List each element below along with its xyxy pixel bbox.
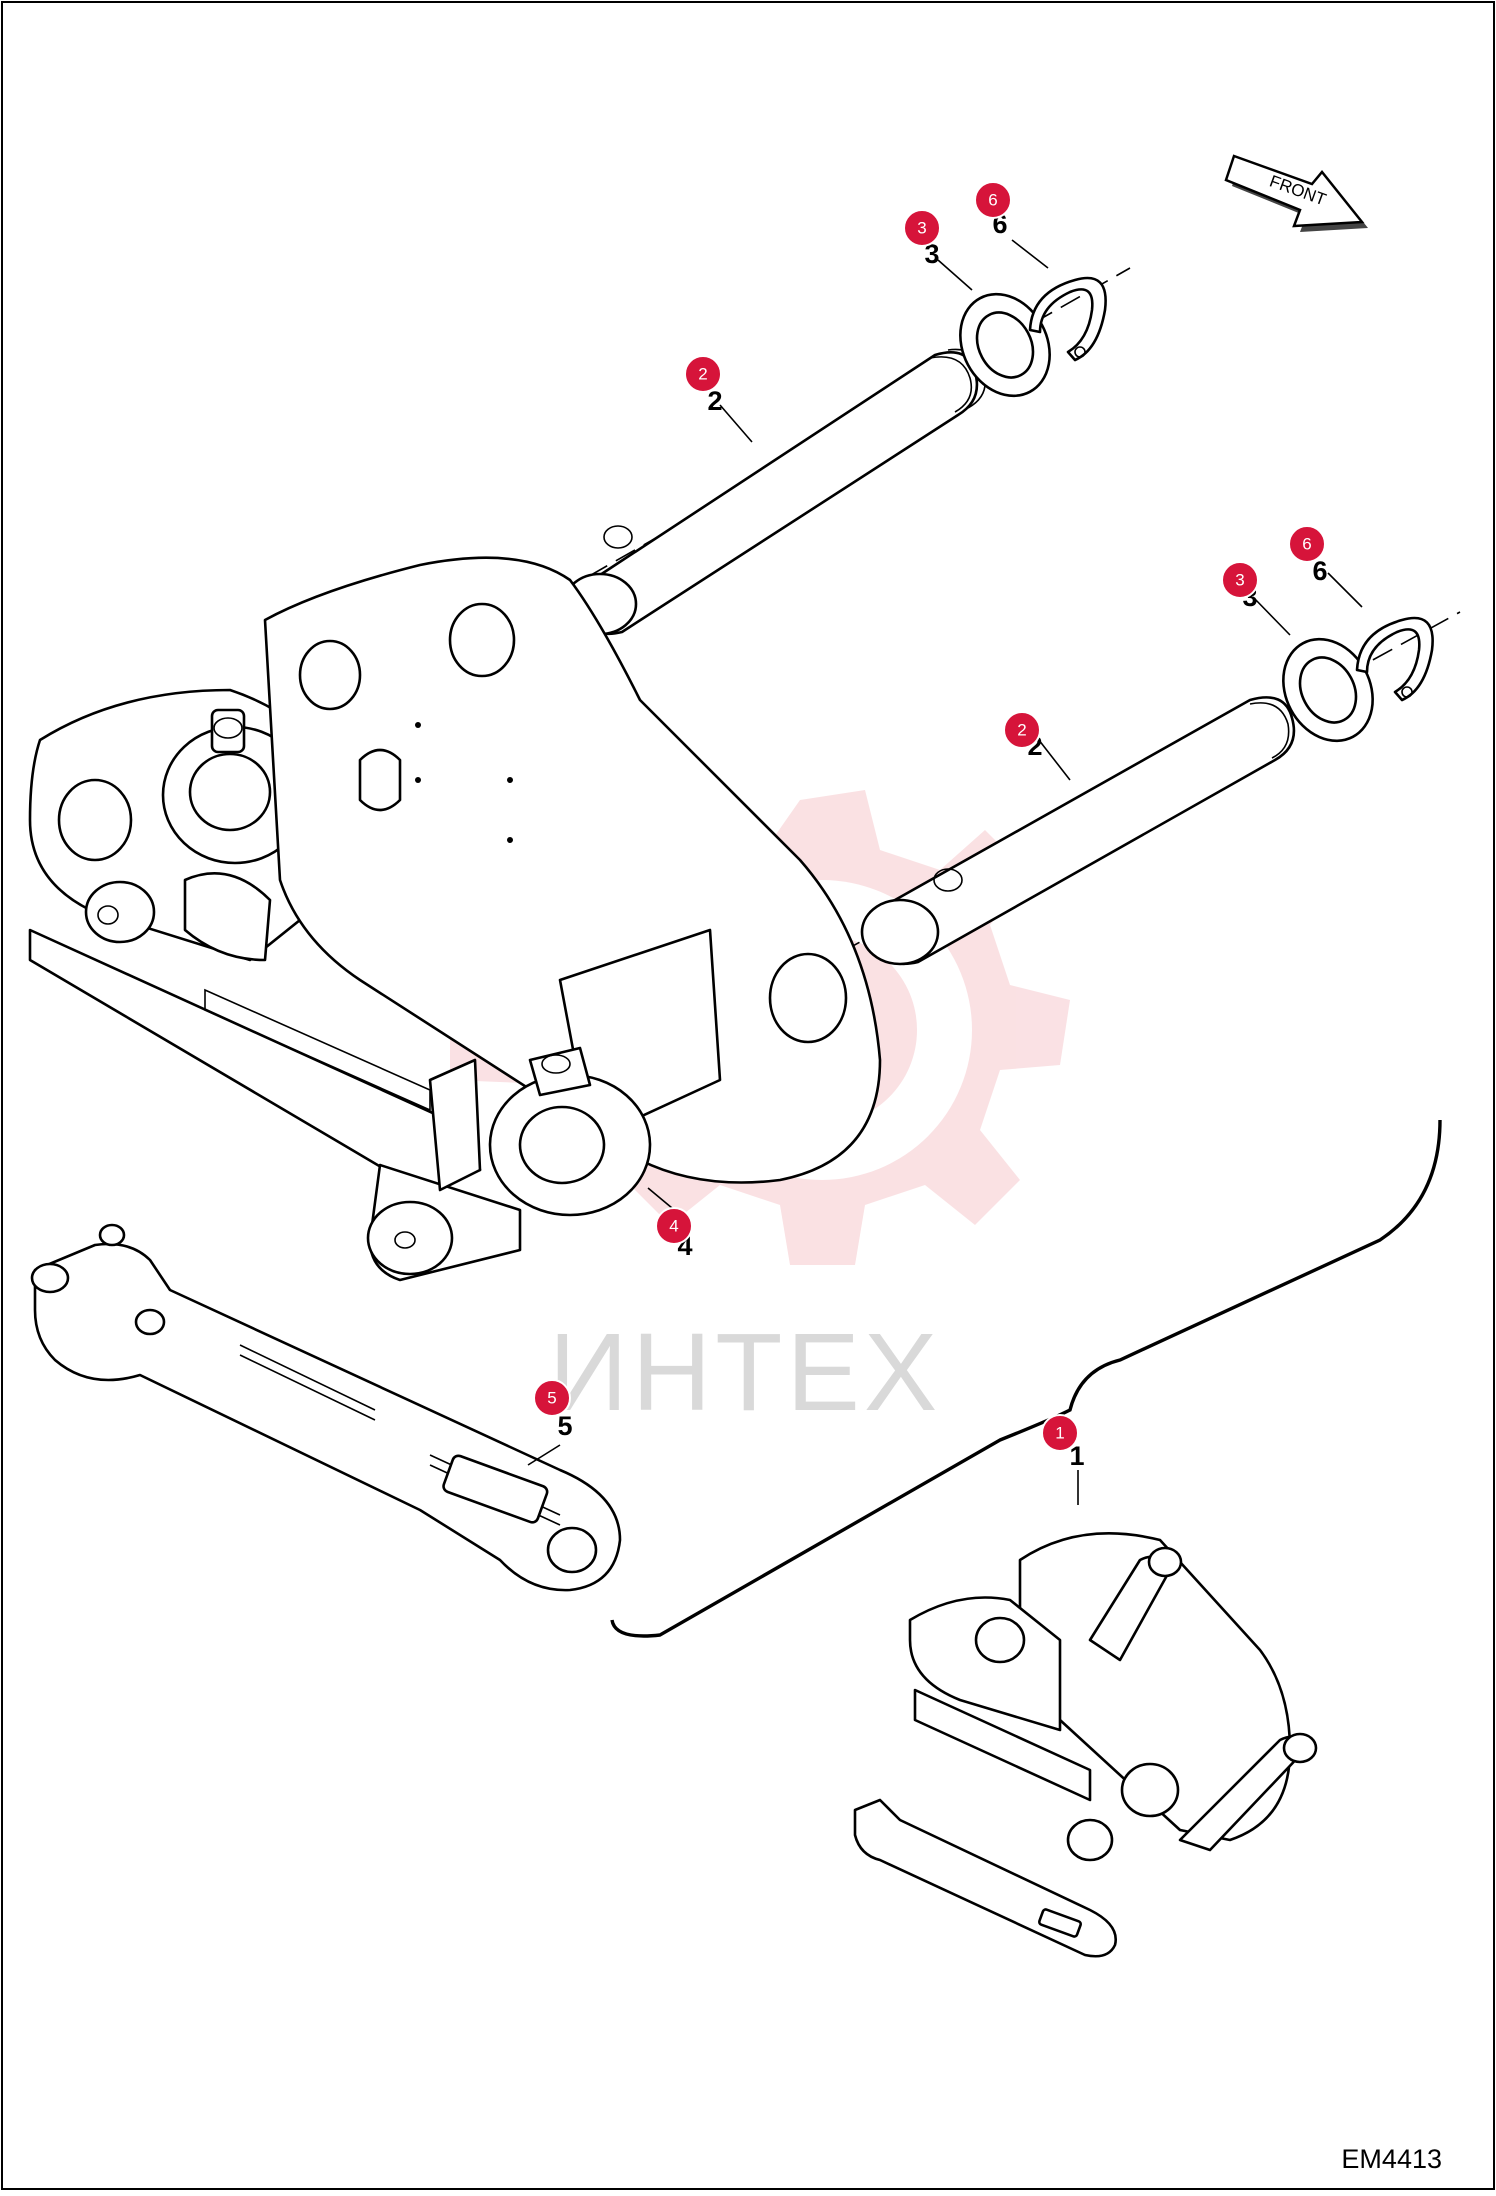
pin-upper-hole [603,525,633,549]
wrench-body [33,1242,622,1592]
wrench-logo-plate [442,1454,549,1524]
front-arrow-icon: FRONT [1224,154,1368,232]
assembly-group-bracket [610,1119,1442,1638]
callout-3-lower[interactable]: 3 [1221,561,1259,599]
callout-4[interactable]: 4 [655,1207,693,1245]
svg-text:6: 6 [1302,535,1311,554]
complete-assembly-thumbnail [853,1532,1318,1958]
callout-6-upper[interactable]: 6 [974,181,1012,219]
part-label-2-upper: 2 [707,386,722,416]
pin-upper [573,351,979,636]
callout-3-upper[interactable]: 3 [903,209,941,247]
svg-text:3: 3 [917,219,926,238]
part-label-1: 1 [1069,1441,1084,1471]
callout-2-upper[interactable]: 2 [684,355,722,393]
part-label-5: 5 [557,1411,572,1441]
svg-text:3: 3 [1235,571,1244,590]
coupler-body [28,556,882,1282]
part-label-6-lower: 6 [1312,556,1327,586]
svg-text:6: 6 [988,191,997,210]
part-label-3-upper: 3 [924,239,939,269]
leader-lines [527,239,1363,1505]
svg-text:2: 2 [1017,721,1026,740]
wrench-large [30,1223,622,1592]
snap-ring-upper [1028,276,1107,362]
callout-1[interactable]: 1 [1041,1414,1079,1452]
coupler-right-plate [263,556,882,1184]
svg-text:5: 5 [547,1389,556,1408]
pin-lower-end [860,898,940,966]
svg-text:2: 2 [698,365,707,384]
callout-6-lower[interactable]: 6 [1288,525,1326,563]
decal-left [183,872,272,962]
svg-text:4: 4 [669,1217,678,1236]
watermark-text: ИНТЕХ [549,1311,941,1434]
upper-pin-assembly [309,267,1131,736]
pin-lower-hole [933,868,963,892]
hex-nut-icon [528,1046,592,1097]
snap-ring-lower [1355,616,1434,702]
callout-2-lower[interactable]: 2 [1003,711,1041,749]
pin-locking-4 [366,1200,454,1276]
svg-text:1: 1 [1055,1424,1064,1443]
drawing-code: EM4413 [1341,2144,1442,2174]
callout-5[interactable]: 5 [533,1379,571,1417]
